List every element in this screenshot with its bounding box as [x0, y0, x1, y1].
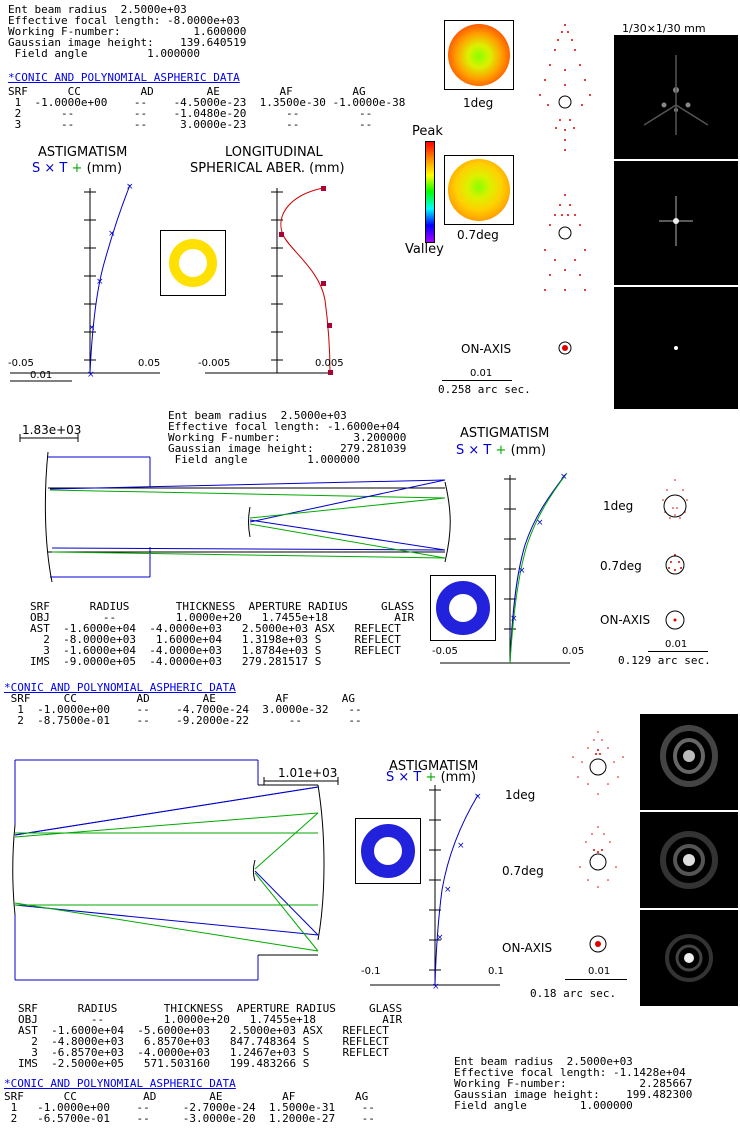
- sys1-astig-title: ASTIGMATISM: [38, 145, 128, 160]
- sys2-astig-plot: × × × ×: [440, 472, 570, 664]
- sys1-spot-diagrams: [539, 24, 591, 355]
- sys2-scale-label: 1.83e+03: [22, 423, 82, 437]
- sys2-spot-scale: 0.01: [665, 639, 688, 650]
- svg-text:×: ×: [88, 323, 96, 333]
- sys1-peak-label: Peak: [412, 124, 443, 139]
- sys1-astig-tick-right: 0.05: [138, 358, 161, 369]
- sys1-long-title1: LONGITUDINAL: [225, 145, 323, 160]
- sys1-asph-table: SRF CC AD AE AF AG 1 -1.0000e+00 -- -4.5…: [8, 85, 406, 131]
- sys3-asph-table: SRF CC AD AE AF AG 1 -1.0000e+00 -- -2.7…: [4, 1090, 375, 1125]
- sys1-psf-1deg: [614, 35, 738, 159]
- sys2-layout: [44, 451, 451, 583]
- svg-text:×: ×: [560, 472, 568, 482]
- svg-text:×: ×: [536, 518, 544, 528]
- sys2-info: Ent beam radius 2.5000e+03 Effective foc…: [168, 409, 407, 466]
- sys3-spot-label-1deg: 1deg: [505, 788, 536, 802]
- sys1-spot-arcsec: 0.258 arc sec.: [438, 383, 531, 396]
- sys3-scale-bar: [263, 777, 339, 785]
- sys3-scale-label: 1.01e+03: [278, 766, 338, 780]
- sys1-wave-label-07deg: 0.7deg: [457, 228, 499, 242]
- sys1-info: Ent beam radius 2.5000e+03 Effective foc…: [8, 3, 247, 60]
- sys2-spot-label-onaxis: ON-AXIS: [600, 613, 651, 627]
- sys1-psf-scale: 1/30×1/30 mm: [622, 22, 706, 35]
- sys3-psf-07deg: [640, 812, 738, 908]
- sys3-astig-tick-right: 0.1: [488, 966, 504, 977]
- sys2-astig-legend: S × T + (mm): [456, 443, 547, 458]
- sys1-pupil-box: [160, 230, 226, 296]
- svg-text:×: ×: [510, 614, 518, 624]
- sys3-asph-title[interactable]: *CONIC AND POLYNOMIAL ASPHERIC DATA: [4, 1077, 236, 1090]
- sys3-lens-table: SRF RADIUS THICKNESS APERTURE RADIUS GLA…: [18, 1002, 403, 1070]
- svg-text:×: ×: [108, 229, 116, 239]
- sys3-spot-label-onaxis: ON-AXIS: [502, 941, 553, 955]
- sys3-spot-scale-bar: [565, 979, 627, 980]
- sys1-valley-label: Valley: [405, 242, 444, 257]
- sys3-layout: [12, 759, 325, 981]
- svg-text:×: ×: [96, 277, 104, 287]
- sys2-spot-diagrams: [662, 479, 688, 630]
- sys1-long-title2: SPHERICAL ABER. (mm): [190, 161, 345, 176]
- sys3-psf-1deg: [640, 714, 738, 810]
- sys1-spot-scale: 0.01: [470, 368, 493, 379]
- sys3-info: Ent beam radius 2.5000e+03 Effective foc…: [454, 1055, 693, 1112]
- sys1-wavefront-1deg: [444, 20, 514, 90]
- sys2-astig-tick-right: 0.05: [562, 646, 585, 657]
- sys2-asph-table: SRF CC AD AE AF AG 1 -1.0000e+00 -- -4.7…: [10, 692, 362, 727]
- sys3-astig-plot: × × × × ×: [370, 785, 500, 992]
- sys2-lens-table: SRF RADIUS THICKNESS APERTURE RADIUS GLA…: [30, 600, 415, 668]
- sys1-asph-title[interactable]: *CONIC AND POLYNOMIAL ASPHERIC DATA: [8, 71, 240, 84]
- sys3-spot-label-07deg: 0.7deg: [502, 864, 544, 878]
- sys2-astig-tick-left: -0.05: [432, 646, 458, 657]
- svg-text:×: ×: [126, 182, 134, 192]
- sys1-astig-scale: 0.01: [30, 370, 53, 381]
- sys1-wavefront-07deg: [444, 155, 514, 225]
- sys3-spot-arcsec: 0.18 arc sec.: [530, 987, 617, 1000]
- svg-text:×: ×: [444, 885, 452, 895]
- sys1-psf-07deg: [614, 161, 738, 285]
- sys1-psf-onaxis: [614, 287, 738, 409]
- sys2-spot-arcsec: 0.129 arc sec.: [618, 654, 711, 667]
- sys1-astig-tick-left: -0.05: [8, 358, 34, 369]
- sys1-spot-onaxis-label: ON-AXIS: [461, 342, 512, 356]
- sys3-astig-legend: S × T + (mm): [386, 770, 477, 785]
- svg-text:×: ×: [436, 933, 444, 943]
- svg-text:×: ×: [87, 370, 95, 380]
- sys2-spot-label-07deg: 0.7deg: [600, 559, 642, 573]
- sys3-astig-title: ASTIGMATISM: [389, 759, 479, 774]
- sys2-pupil-box: [430, 575, 496, 641]
- sys1-longitudinal-plot: [205, 186, 333, 375]
- svg-text:×: ×: [457, 841, 465, 851]
- sys1-long-tick-left: -0.005: [198, 358, 231, 369]
- sys2-astig-title: ASTIGMATISM: [460, 426, 550, 441]
- svg-text:×: ×: [518, 566, 526, 576]
- sys2-spot-label-1deg: 1deg: [603, 499, 634, 513]
- sys1-astig-plot: × × × × ×: [10, 182, 160, 382]
- sys3-spot-diagrams: [572, 731, 624, 953]
- sys1-astig-legend: S × T + (mm): [32, 161, 123, 176]
- sys3-spot-scale: 0.01: [588, 966, 611, 977]
- sys1-colorbar: [425, 141, 435, 243]
- sys2-asph-title[interactable]: *CONIC AND POLYNOMIAL ASPHERIC DATA: [4, 681, 236, 694]
- sys3-pupil-box: [355, 818, 421, 884]
- svg-text:×: ×: [474, 792, 482, 802]
- sys2-spot-scale-bar: [648, 651, 708, 652]
- sys1-wave-label-1deg: 1deg: [463, 96, 494, 110]
- svg-text:×: ×: [432, 982, 440, 992]
- sys3-psf-onaxis: [640, 910, 738, 1006]
- sys2-scale-bar: [19, 434, 79, 442]
- sys3-astig-tick-left: -0.1: [361, 966, 381, 977]
- sys1-long-tick-right: 0.005: [315, 358, 344, 369]
- sys1-spot-scale-bar: [442, 380, 512, 381]
